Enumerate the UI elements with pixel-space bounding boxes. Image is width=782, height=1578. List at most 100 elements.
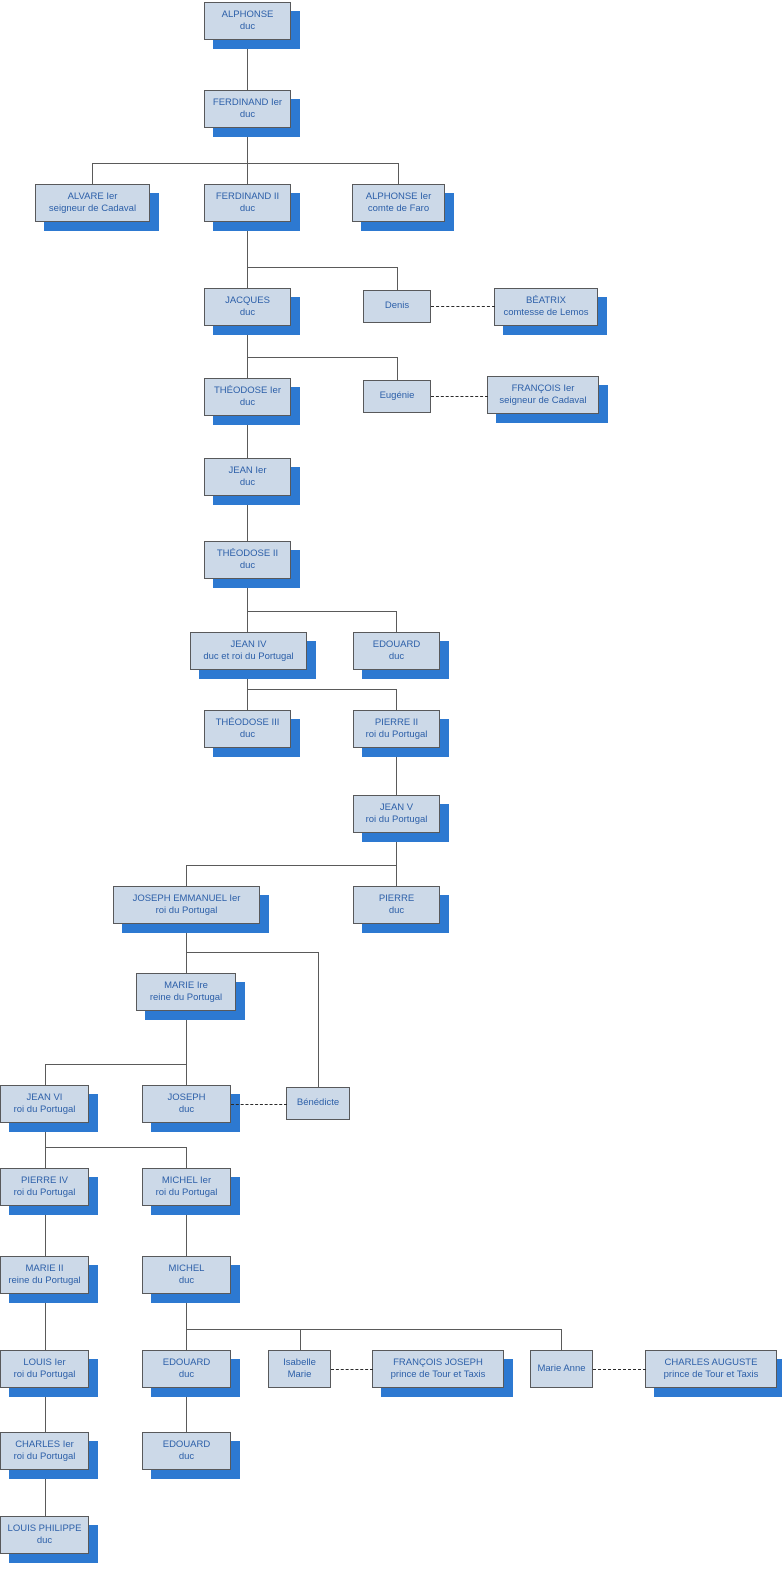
connector-line-vertical — [247, 40, 248, 90]
person-name: JEAN V — [379, 801, 414, 813]
connector-line-vertical — [396, 689, 397, 710]
person-name: Marie Anne — [537, 1362, 586, 1374]
connector-line-horizontal — [186, 865, 397, 866]
person-title: duc — [178, 1275, 195, 1286]
connector-line-vertical — [247, 579, 248, 611]
person-name: PIERRE — [378, 892, 415, 904]
connector-line-vertical — [247, 611, 248, 632]
person-name: CHARLES AUGUSTE — [664, 1356, 758, 1368]
person-title: reine du Portugal — [149, 992, 223, 1003]
connector-line-vertical — [247, 496, 248, 541]
connector-line-vertical — [45, 1294, 46, 1350]
connector-line-vertical — [561, 1329, 562, 1350]
connector-line-vertical — [45, 1123, 46, 1147]
connector-line-vertical — [247, 163, 248, 184]
person-name: JEAN VI — [26, 1091, 63, 1103]
person-title: comtesse de Lemos — [503, 307, 589, 318]
connector-line-vertical — [186, 1294, 187, 1329]
person-title: prince de Tour et Taxis — [390, 1369, 486, 1380]
person-name: LOUIS PHILIPPE — [7, 1522, 82, 1534]
person-title: duc et roi du Portugal — [203, 651, 294, 662]
person-title: duc — [239, 729, 256, 740]
person-title: roi du Portugal — [13, 1104, 76, 1115]
connector-line-vertical — [45, 1388, 46, 1432]
connector-line-vertical — [186, 1011, 187, 1064]
connector-line-vertical — [45, 1064, 46, 1085]
marriage-link-dashed — [431, 306, 495, 307]
connector-line-vertical — [397, 267, 398, 290]
connector-line-vertical — [247, 267, 248, 288]
person-title: duc — [239, 203, 256, 214]
person-node-denis[interactable]: Denis — [363, 290, 431, 323]
person-title: roi du Portugal — [155, 905, 218, 916]
person-name: MARIE Ire — [164, 979, 208, 991]
connector-line-vertical — [186, 952, 187, 973]
person-name: MICHEL — [168, 1262, 205, 1274]
person-name: EDOUARD — [162, 1356, 211, 1368]
person-title: duc — [388, 905, 405, 916]
person-name: JOSEPH EMMANUEL Ier — [132, 892, 241, 904]
person-node-eugenie[interactable]: Eugénie — [363, 380, 431, 413]
connector-line-horizontal — [186, 952, 319, 953]
marriage-link-dashed — [331, 1369, 373, 1370]
connector-line-vertical — [396, 611, 397, 632]
person-title: duc — [239, 560, 256, 571]
person-name: JACQUES — [225, 294, 270, 306]
person-node-benedicte[interactable]: Bénédicte — [286, 1087, 350, 1120]
person-title: duc — [239, 397, 256, 408]
connector-line-vertical — [247, 689, 248, 710]
person-title: roi du Portugal — [13, 1187, 76, 1198]
connector-line-vertical — [247, 357, 248, 378]
person-name: BÉATRIX — [526, 294, 566, 306]
connector-line-vertical — [247, 326, 248, 357]
person-name: JOSEPH — [167, 1091, 206, 1103]
connector-line-vertical — [186, 924, 187, 952]
connector-line-vertical — [247, 416, 248, 458]
person-title: duc — [178, 1104, 195, 1115]
person-name: Eugénie — [379, 390, 415, 402]
person-title: duc — [178, 1369, 195, 1380]
person-title: prince de Tour et Taxis — [663, 1369, 759, 1380]
connector-line-vertical — [186, 1206, 187, 1256]
person-node-marie-anne[interactable]: Marie Anne — [530, 1350, 593, 1388]
person-name: FERDINAND II — [215, 190, 280, 202]
connector-line-vertical — [396, 833, 397, 865]
person-name: THÉODOSE Ier — [213, 384, 282, 396]
person-name: FRANÇOIS JOSEPH — [393, 1356, 483, 1368]
connector-line-horizontal — [92, 163, 399, 164]
